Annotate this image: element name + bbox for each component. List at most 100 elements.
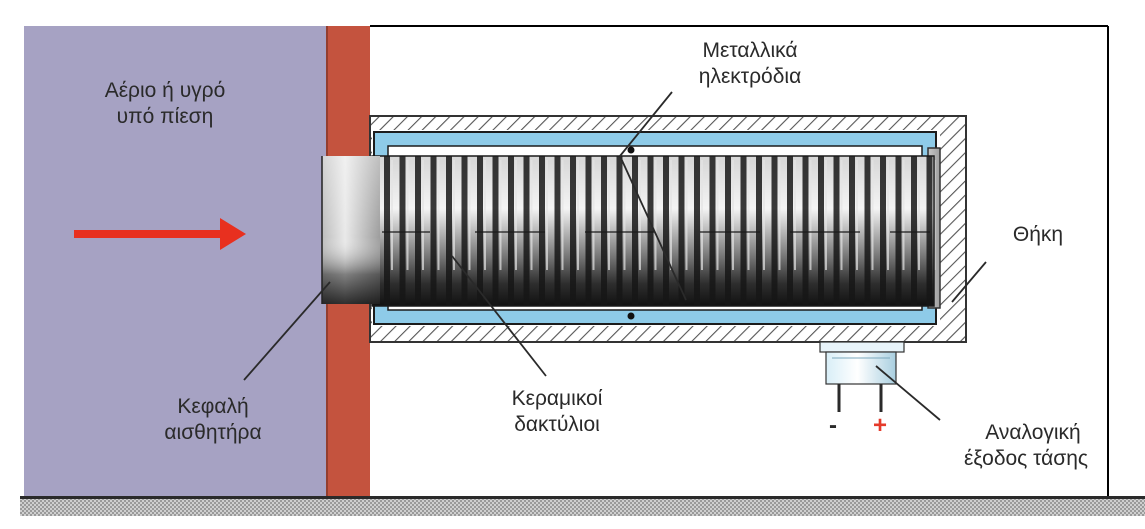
ceramic-ring: [430, 156, 437, 306]
ceramic-ring-highlight: [825, 160, 827, 270]
ceramic-ring-highlight: [918, 160, 920, 270]
ceramic-ring-highlight: [577, 160, 579, 270]
ceramic-ring: [725, 156, 731, 306]
ceramic-ring: [787, 156, 793, 306]
ceramic-ring: [895, 156, 902, 306]
ceramic-ring: [694, 156, 700, 306]
ceramic-ring: [539, 156, 545, 306]
fluid-label-line1: Αέριο ή υγρό: [104, 79, 226, 102]
electrodes-label-line1: Μεταλλικά: [702, 39, 798, 62]
ceramic-rings-leader: [451, 255, 547, 377]
ceramic-rings-label-line1: Κεραμικοί: [511, 387, 603, 410]
ceramic-ring: [632, 156, 638, 306]
ceramic-ring: [399, 156, 406, 306]
sensor-head-shading: [322, 156, 380, 304]
ceramic-ring: [616, 156, 623, 306]
ceramic-ring: [880, 156, 886, 306]
electrodes-label-line2: ηλεκτρόδια: [698, 65, 802, 88]
ceramic-ring-highlight: [701, 160, 703, 270]
fluid-label-line2: υπό πίεση: [116, 105, 214, 128]
ceramic-ring-highlight: [747, 160, 750, 270]
ceramic-ring: [709, 156, 716, 306]
ceramic-ring-highlight: [887, 160, 889, 270]
output-label-line1: Αναλογική: [985, 421, 1081, 444]
ceramic-ring: [647, 156, 654, 306]
ceramic-ring-highlight: [763, 160, 765, 270]
ceramic-ring: [802, 156, 809, 306]
ceramic-ring: [601, 156, 607, 306]
plus-sign: +: [873, 412, 888, 439]
ceramic-ring: [756, 156, 762, 306]
ceramic-ring: [570, 156, 576, 306]
ceramic-ring: [678, 156, 685, 306]
housing-label: Θήκη: [1012, 223, 1064, 246]
ceramic-ring-highlight: [468, 160, 471, 270]
ceramic-ring: [926, 156, 933, 306]
ceramic-ring-highlight: [592, 160, 595, 270]
ceramic-rings-label-line2: δακτύλιοι: [514, 413, 600, 436]
ceramic-ring: [523, 156, 530, 306]
ceramic-ring-highlight: [391, 160, 393, 270]
ceramic-ring: [477, 156, 483, 306]
sensor-head-label-line2: αισθητήρα: [164, 421, 262, 444]
ceramic-ring: [384, 156, 390, 306]
bottom-strip: [20, 496, 1145, 516]
ceramic-ring: [740, 156, 747, 306]
ceramic-ring: [849, 156, 855, 306]
ceramic-ring: [663, 156, 669, 306]
ceramic-ring-highlight: [685, 160, 688, 270]
bottom-strip-edge: [20, 496, 1145, 499]
ceramic-ring-highlight: [484, 160, 486, 270]
ceramic-ring-highlight: [654, 160, 657, 270]
ceramic-ring: [508, 156, 514, 306]
sensor-head-leader: [243, 281, 331, 381]
ceramic-ring: [864, 156, 871, 306]
ceramic-ring-highlight: [794, 160, 796, 270]
electrode-bottom-contact: [627, 312, 635, 320]
ceramic-ring-highlight: [809, 160, 812, 270]
ceramic-rings: [384, 156, 936, 306]
electrodes-leader-bottom: [619, 155, 687, 301]
ceramic-ring: [461, 156, 468, 306]
ceramic-ring: [446, 156, 452, 306]
ceramic-ring-highlight: [840, 160, 843, 270]
housing-leader: [951, 261, 987, 303]
ceramic-ring: [911, 156, 917, 306]
ceramic-ring-highlight: [453, 160, 455, 270]
connector-collar: [819, 341, 905, 353]
leader-lines: [243, 91, 987, 421]
ceramic-ring-highlight: [716, 160, 719, 270]
ceramic-ring-highlight: [546, 160, 548, 270]
ceramic-ring-highlight: [608, 160, 610, 270]
ceramic-ring: [771, 156, 778, 306]
ceramic-ring: [585, 156, 592, 306]
electrode-top-contact: [627, 146, 635, 154]
ceramic-ring: [554, 156, 561, 306]
ceramic-ring-highlight: [530, 160, 533, 270]
ceramic-ring-highlight: [732, 160, 734, 270]
ceramic-ring-highlight: [871, 160, 874, 270]
connector-body: [825, 351, 897, 385]
minus-sign: -: [829, 412, 837, 439]
ceramic-ring-highlight: [406, 160, 409, 270]
ceramic-ring-highlight: [437, 160, 440, 270]
ceramic-ring: [833, 156, 840, 306]
ceramic-ring-highlight: [515, 160, 517, 270]
pressure-chamber: [24, 26, 326, 496]
right-arrow-icon: [74, 218, 246, 250]
output-label-line2: έξοδος τάσης: [963, 447, 1089, 470]
ceramic-ring: [492, 156, 499, 306]
ceramic-ring-highlight: [639, 160, 641, 270]
ceramic-ring-highlight: [499, 160, 502, 270]
electrodes-leader-top: [619, 91, 673, 157]
ceramic-ring-highlight: [856, 160, 858, 270]
ceramic-ring-highlight: [902, 160, 905, 270]
ceramic-ring-highlight: [670, 160, 672, 270]
ceramic-ring-highlight: [778, 160, 781, 270]
output-leader: [875, 365, 941, 421]
ceramic-ring: [415, 156, 421, 306]
ceramic-ring: [818, 156, 824, 306]
sensor-head-label-line1: Κεφαλή: [177, 395, 249, 418]
